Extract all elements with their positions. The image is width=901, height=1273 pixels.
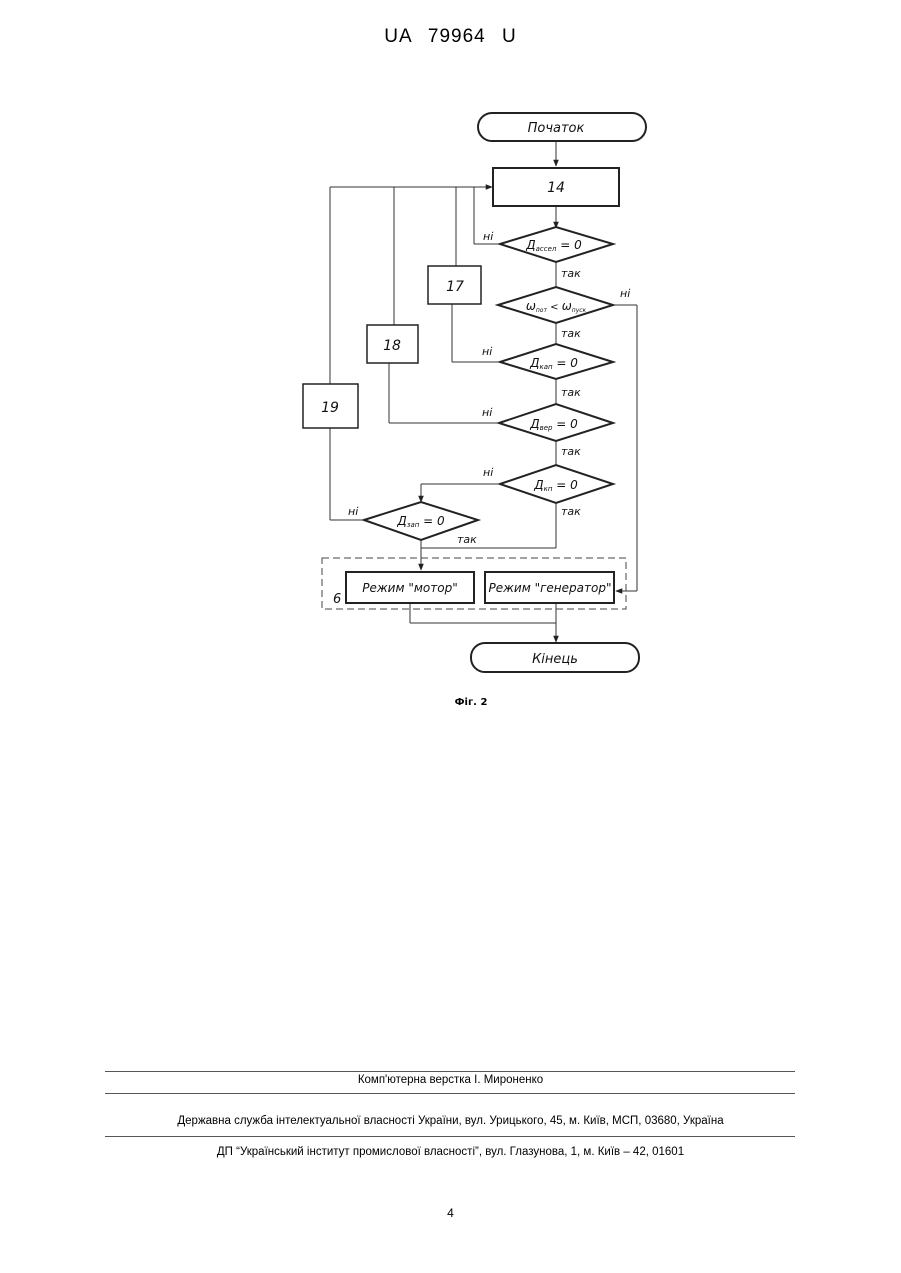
decision-speed-compare: ωпот < ωпуск	[498, 287, 613, 323]
footer-rule-middle	[105, 1093, 795, 1094]
svg-text:Початок: Початок	[528, 121, 585, 136]
svg-text:14: 14	[547, 180, 565, 196]
svg-text:Дзап = 0: Дзап = 0	[396, 514, 445, 529]
branch-labels: ні так ні так ні так ні так ні так ні та…	[348, 230, 630, 546]
svg-text:Дкап = 0: Дкап = 0	[529, 356, 578, 371]
decision-kap: Дкап = 0	[500, 344, 613, 379]
start-terminator: Початок	[478, 113, 646, 141]
label-yes-d3: так	[561, 386, 581, 399]
label-yes-d5: так	[561, 505, 581, 518]
label-no-d5: ні	[483, 466, 493, 479]
label-no-d1: ні	[483, 230, 493, 243]
page-number: 4	[0, 1206, 901, 1220]
footer-agency: Державна служба інтелектуальної власност…	[0, 1115, 901, 1127]
label-yes-d1: так	[561, 267, 581, 280]
label-no-d4: ні	[482, 406, 492, 419]
label-no-d2: ні	[620, 287, 630, 300]
svg-text:19: 19	[321, 400, 339, 416]
footer-rule-top	[105, 1071, 795, 1072]
svg-text:18: 18	[383, 338, 401, 354]
svg-text:Дкп = 0: Дкп = 0	[533, 478, 578, 493]
flowchart-diagram: Початок 14 Дассел = 0 ωпот < ωпуск Дкап …	[0, 0, 901, 720]
footer-layout-credit: Комп'ютерна верстка І. Мироненко	[0, 1074, 901, 1086]
svg-text:Режим "мотор": Режим "мотор"	[362, 581, 457, 595]
figure-caption: Фіг. 2	[0, 697, 901, 708]
svg-text:Режим "генератор": Режим "генератор"	[489, 581, 612, 595]
svg-text:6: 6	[333, 592, 341, 607]
svg-text:17: 17	[446, 279, 464, 295]
label-no-d3: ні	[482, 345, 492, 358]
process-block-19: 19	[303, 384, 358, 428]
motor-mode-block: Режим "мотор"	[346, 572, 474, 603]
decision-acceleration: Дассел = 0	[500, 227, 613, 262]
label-yes-d2: так	[561, 327, 581, 340]
svg-text:Двер = 0: Двер = 0	[529, 417, 578, 432]
end-terminator: Кінець	[471, 643, 639, 672]
decision-ver: Двер = 0	[499, 404, 613, 441]
process-block-14: 14	[493, 168, 619, 206]
footer-institute: ДП “Український інститут промислової вла…	[0, 1146, 901, 1158]
label-no-d6: ні	[348, 505, 358, 518]
process-block-18: 18	[367, 325, 418, 363]
generator-mode-block: Режим "генератор"	[485, 572, 614, 603]
decision-kp: Дкп = 0	[500, 465, 613, 503]
svg-text:Кінець: Кінець	[532, 652, 578, 667]
process-block-17: 17	[428, 266, 481, 304]
label-yes-d4: так	[561, 445, 581, 458]
label-yes-d6: так	[457, 533, 477, 546]
footer-rule-bottom	[105, 1136, 795, 1137]
